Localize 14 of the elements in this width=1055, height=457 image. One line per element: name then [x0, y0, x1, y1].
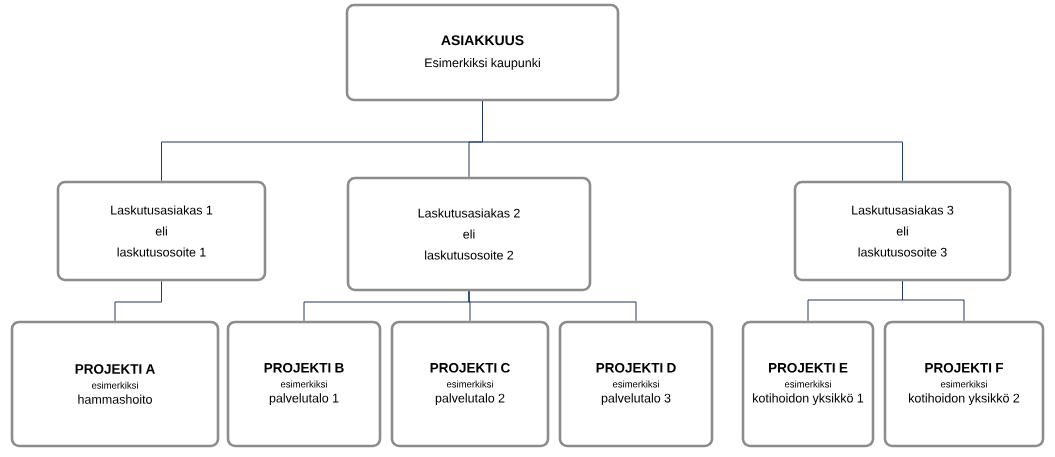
connector-line: [468, 290, 637, 322]
connector-line: [114, 280, 162, 322]
project-box: PROJEKTI D esimerkiksi palvelutalo 3: [558, 320, 714, 448]
billing-box: Laskutusasiakas 1 eli laskutusosoite 1: [56, 180, 267, 282]
project-box: PROJEKTI B esimerkiksi palvelutalo 1: [226, 320, 382, 448]
connector-line: [902, 280, 965, 322]
project-box: PROJEKTI A esimerkiksi hammashoito: [10, 320, 220, 448]
connector-line: [482, 100, 903, 182]
project-box: PROJEKTI F esimerkiksi kotihoidon yksikkö 2: [883, 320, 1045, 448]
billing-box: Laskutusasiakas 2 eli laskutusosoite 2: [346, 176, 592, 292]
billing-box: Laskutusasiakas 3 eli laskutusosoite 3: [793, 180, 1012, 282]
project-box: PROJEKTI E esimerkiksi kotihoidon yksikkö 1: [741, 320, 875, 448]
project-box: PROJEKTI C esimerkiksi palvelutalo 2: [390, 320, 550, 448]
customer-box: ASIAKKUUS Esimerkiksi kaupunki: [345, 3, 620, 102]
